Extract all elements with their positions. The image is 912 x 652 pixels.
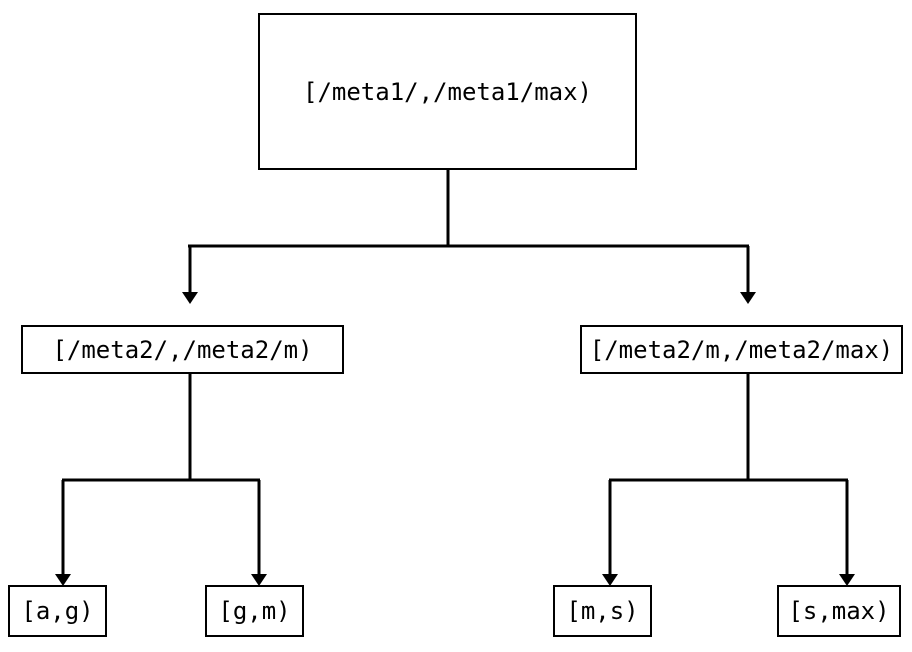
tree-node-leaf-0-label: [a,g) bbox=[21, 597, 94, 625]
tree-node-leaf-3-label: [s,max) bbox=[788, 597, 890, 625]
arrowhead-to-mid-left bbox=[182, 292, 198, 304]
edge-mid-left-to-leaves-group bbox=[55, 374, 267, 586]
tree-node-leaf-2-label: [m,s) bbox=[566, 597, 639, 625]
tree-node-root[interactable]: [/meta1/,/meta1/max) bbox=[258, 13, 637, 170]
tree-node-leaf-1[interactable]: [g,m) bbox=[205, 585, 304, 637]
tree-node-leaf-1-label: [g,m) bbox=[218, 597, 291, 625]
tree-node-leaf-2[interactable]: [m,s) bbox=[553, 585, 652, 637]
tree-node-root-label: [/meta1/,/meta1/max) bbox=[303, 77, 592, 106]
tree-node-mid-left-label: [/meta2/,/meta2/m) bbox=[52, 335, 313, 364]
tree-node-mid-right-label: [/meta2/m,/meta2/max) bbox=[589, 335, 894, 364]
edge-mid-right-to-leaves-group bbox=[602, 374, 855, 586]
tree-node-mid-left[interactable]: [/meta2/,/meta2/m) bbox=[21, 325, 344, 374]
tree-node-mid-right[interactable]: [/meta2/m,/meta2/max) bbox=[580, 325, 903, 374]
edge-root-to-mid-group bbox=[182, 170, 756, 304]
tree-node-leaf-0[interactable]: [a,g) bbox=[8, 585, 107, 637]
arrowhead-to-mid-right bbox=[740, 292, 756, 304]
tree-node-leaf-3[interactable]: [s,max) bbox=[777, 585, 901, 637]
